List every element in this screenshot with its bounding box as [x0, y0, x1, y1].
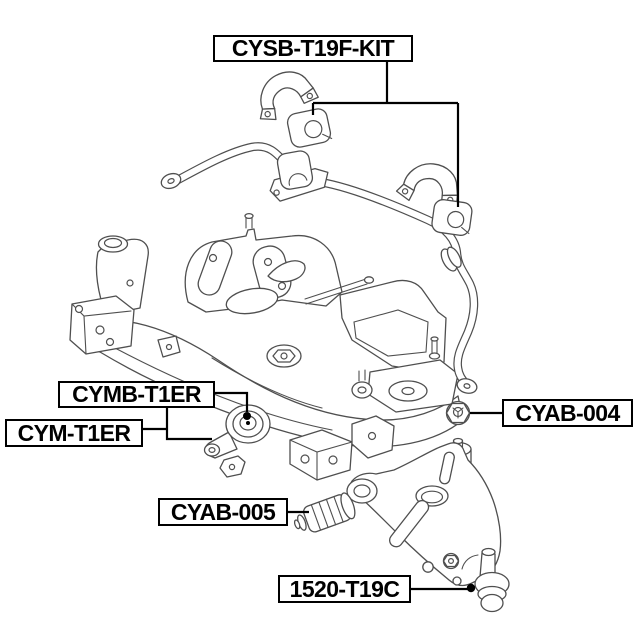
- arm-bushing-cylindrical: [293, 492, 356, 533]
- stabilizer-bushing-top: [286, 108, 333, 148]
- stabilizer-bracket-top: [259, 71, 319, 121]
- stabilizer-bushing-on-bar: [269, 150, 329, 202]
- part-label-cyab-004: CYAB-004: [502, 399, 633, 427]
- part-label-cymb-t1er: CYMB-T1ER: [58, 381, 215, 408]
- leader-1520-dot: [466, 583, 476, 593]
- part-label-cysb-t19f-kit: CYSB-T19F-KIT: [213, 35, 413, 62]
- stabilizer-bar-collar: [440, 246, 462, 272]
- leader-cymb-dot: [243, 412, 251, 420]
- stabilizer-bushing-right: [431, 199, 473, 236]
- stabilizer-link-nut: [445, 400, 471, 426]
- part-label-cym-t1er: CYM-T1ER: [5, 419, 143, 447]
- engine-mount: [203, 404, 271, 478]
- leader-cymb: [215, 391, 249, 412]
- part-label-cyab-005: CYAB-005: [158, 498, 288, 526]
- leader-cysb-kit: [311, 62, 460, 207]
- subframe-crossmember: [69, 212, 464, 481]
- leader-lines: [143, 62, 502, 593]
- ball-joint: [461, 547, 510, 613]
- leader-cymb-arm: [165, 408, 212, 441]
- lower-control-arm: [346, 442, 502, 587]
- part-label-1520-t19c: 1520-T19C: [278, 575, 411, 603]
